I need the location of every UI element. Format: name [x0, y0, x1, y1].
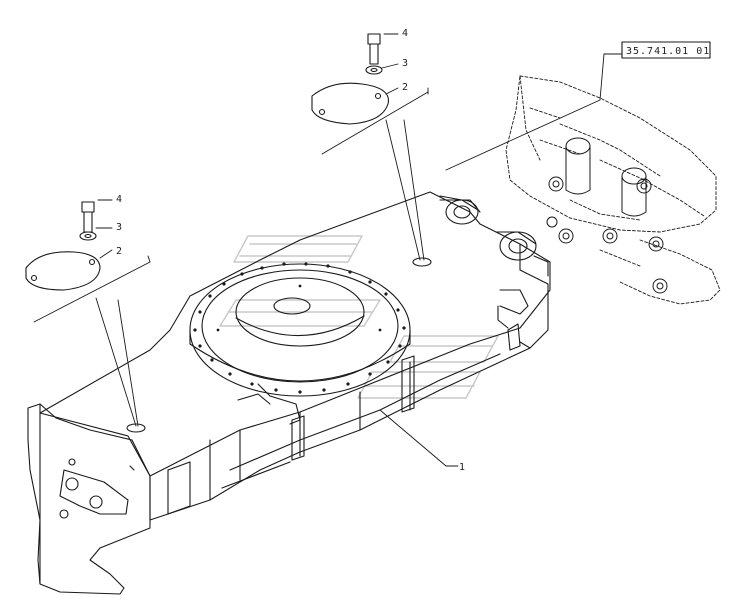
leader-lines	[33, 33, 623, 467]
frame-body	[27, 191, 551, 595]
callout-bolt-right: 4	[402, 28, 408, 39]
reference-box-frame	[621, 41, 711, 59]
bolt-right	[367, 33, 381, 65]
referenced-subassembly	[505, 75, 721, 305]
callout-labels: 1 2 3 4 2 3 4 35.741.01 01	[116, 28, 710, 473]
watermark-logo	[219, 235, 499, 399]
referenced-cylinders	[546, 137, 668, 294]
callout-cover-left: 2	[116, 246, 122, 257]
access-hole-left	[126, 423, 146, 433]
callout-washer-right: 3	[402, 58, 408, 69]
trunnion-mounts	[439, 195, 549, 277]
cover-plate-left	[25, 251, 101, 291]
bolt-left	[81, 201, 95, 233]
cover-plate-right	[311, 82, 390, 125]
slewing-ring	[189, 263, 411, 425]
callout-part-1: 1	[459, 462, 465, 473]
slewing-ring-bolts	[193, 262, 406, 394]
access-hole-right	[412, 257, 432, 267]
callout-washer-left: 3	[116, 222, 122, 233]
reference-box-label: 35.741.01 01	[626, 46, 710, 57]
washer-left	[79, 231, 97, 241]
callout-bolt-left: 4	[116, 194, 122, 205]
callout-cover-right: 2	[402, 82, 408, 93]
washer-right	[365, 65, 383, 75]
